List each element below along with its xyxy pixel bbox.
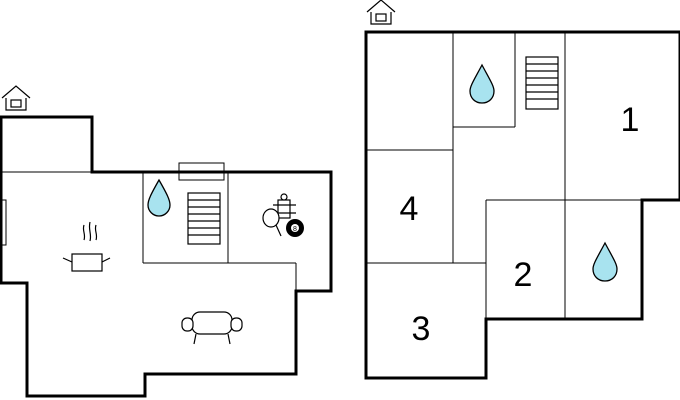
entrance-icon [366, 0, 396, 25]
room-number-3: 3 [412, 310, 431, 348]
right-floor-level: 1 2 3 4 [364, 0, 680, 380]
entrance-icon [1, 85, 31, 111]
billiard-ball-icon: 8 [286, 219, 304, 237]
right-level-interior-walls [366, 32, 642, 319]
staircase-icon [187, 192, 221, 245]
water-drop-icon [147, 178, 171, 217]
cooking-pot-icon [62, 221, 111, 272]
left-floor-level: 8 [0, 85, 333, 398]
water-drop-icon [592, 241, 618, 282]
water-drop-icon [469, 63, 495, 104]
staircase-icon [525, 56, 559, 110]
armchair-icon [181, 311, 243, 345]
left-level-interior-walls [0, 162, 297, 291]
billiard-ball-number: 8 [293, 226, 297, 233]
right-level-outer-wall [364, 30, 680, 380]
table-tennis-icon [262, 208, 282, 237]
room-number-2: 2 [514, 256, 533, 294]
room-number-4: 4 [400, 190, 419, 228]
left-level-outer-wall [0, 115, 333, 398]
room-number-1: 1 [621, 101, 640, 139]
